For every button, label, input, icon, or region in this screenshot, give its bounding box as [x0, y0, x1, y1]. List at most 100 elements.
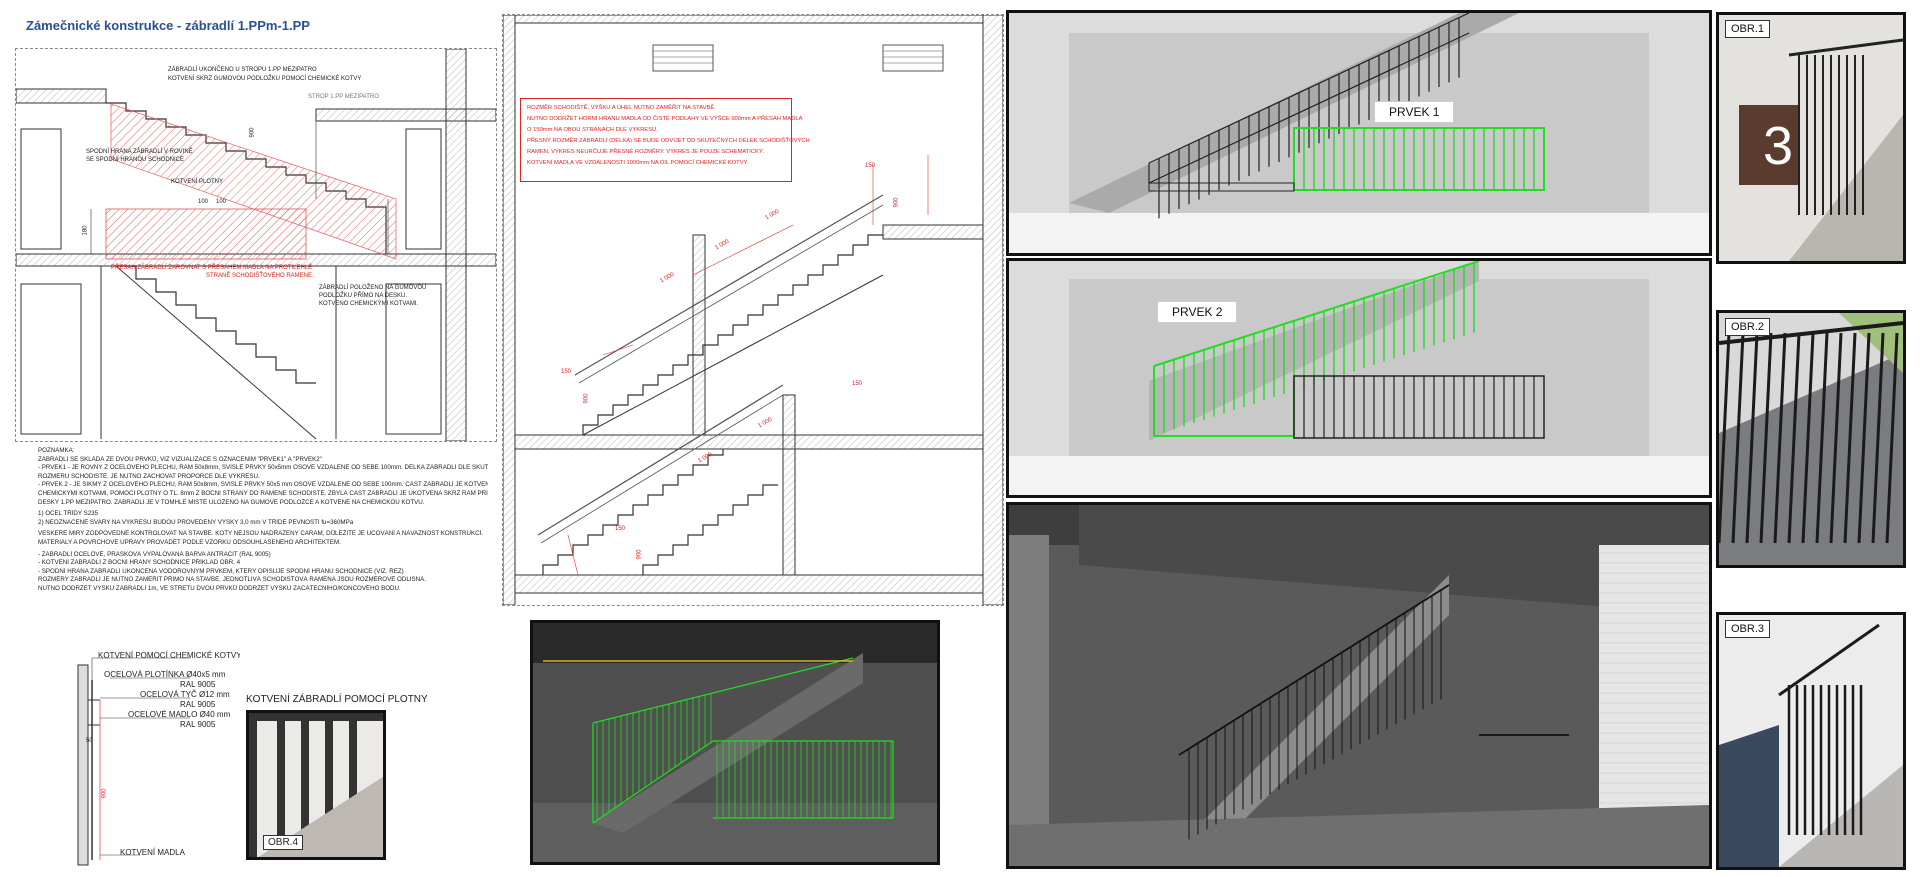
detail-anchor-drawing: KOTVENÍ POMOCÍ CHEMICKÉ KOTVY OCELOVÁ PL… — [40, 650, 240, 870]
rail-bar — [1885, 332, 1899, 544]
dim-150-b: 150 — [561, 369, 572, 375]
rail-bar — [1719, 332, 1731, 544]
rail-bar — [1787, 332, 1801, 544]
note-line: POZNÁMKA: — [38, 447, 75, 454]
note-overhang-1: PŘESAH ZÁBRADLÍ ZAROVNAT S PŘESAHEM MADL… — [111, 265, 313, 271]
red-note-line: O 150mm NA OBOU STRANÁCH DLE VÝKRESU. — [527, 127, 658, 133]
red-note-box: ROZMĚR SCHODIŠTĚ, VÝŠKU A ÚHEL NUTNO ZAM… — [520, 98, 810, 182]
middle-section-drawing: ROZMĚR SCHODIŠTĚ, VÝŠKU A ÚHEL NUTNO ZAM… — [502, 14, 1004, 606]
dim-900-c: 900 — [636, 549, 643, 560]
rail-bar — [1731, 332, 1745, 544]
note-line: 1) OCEL TŘÍDY S235 — [38, 510, 99, 518]
left-section-drawing: ZÁBRADLÍ UKONČENO U STROPU 1.PP MEZIPATR… — [15, 48, 497, 442]
note-bottom-edge-2: SE SPODNÍ HRANOU SCHODNICE — [86, 157, 185, 163]
note-rail-end: ZÁBRADLÍ UKONČENO U STROPU 1.PP MEZIPATR… — [168, 67, 317, 73]
dim-100-a: 100 — [198, 199, 209, 205]
rail-bar — [1801, 332, 1815, 544]
detail-label-handrail: OCELOVÉ MADLO Ø40 mm — [128, 710, 231, 719]
note-line: - PRVEK 2 - JE ŠIKMÝ Z OCELOVÉHO PLECHU,… — [38, 481, 488, 489]
rail-bar — [1778, 623, 1880, 697]
note-line: 2) NEOZNAČENÉ SVARY NA VÝKRESU BUDOU PRO… — [38, 518, 354, 526]
detail-anchor-svg — [77, 657, 190, 866]
left-section-svg — [16, 49, 496, 441]
rail-bar — [1719, 321, 1903, 345]
detail-label-rod: OCELOVÁ TYČ Ø12 mm — [140, 690, 230, 699]
rail-bar — [1815, 332, 1829, 544]
red-note-line: NUTNO DODRŽET HORNÍ HRANU MADLA OD ČISTÉ… — [527, 116, 803, 122]
note-line: DESKY 1.PP MEZIPATRO. ZÁBRADLÍ JE V TOMH… — [38, 498, 425, 506]
detail-label-chem-anchor: KOTVENÍ POMOCÍ CHEMICKÉ KOTVY — [98, 651, 240, 660]
note-overhang-2: STRANĚ SCHODIŠŤOVÉHO RAMENE. — [206, 273, 314, 279]
render-prvek2-svg — [1009, 261, 1709, 495]
photo-floor-number: 3 — [1763, 116, 1794, 176]
note-rubber-pad-1: ZÁBRADLÍ POLOŽENO NA GUMOVOU — [319, 285, 427, 291]
render-dark-green-svg — [533, 623, 937, 862]
detail-label-ral-1: RAL 9005 — [180, 680, 216, 689]
rail-bar — [1773, 332, 1787, 544]
photo-obr2-svg — [1719, 313, 1903, 565]
obr4-label: OBR.4 — [263, 835, 304, 850]
plate-photo: OBR.4 — [246, 710, 386, 860]
middle-section-svg — [503, 15, 1003, 605]
rail-bar — [1788, 38, 1903, 57]
notes-block: POZNÁMKA: ZÁBRADLÍ SE SKLÁDÁ ZE DVOU PRV… — [38, 447, 488, 594]
note-rubber-pad-3: KOTVENO CHEMICKÝMI KOTVAMI. — [319, 301, 419, 307]
dim-100-b: 100 — [216, 199, 227, 205]
detail-label-ral-2: RAL 9005 — [180, 700, 216, 709]
rail-bar — [1843, 332, 1857, 544]
render-prvek1-svg — [1009, 13, 1709, 253]
render-prvek1: PRVEK 1 — [1006, 10, 1712, 256]
note-line: - SPODNÍ HRANA ZÁBRADLÍ UKONČENÁ VODOROV… — [38, 567, 404, 575]
red-note-line: PŘESNÝ ROZMĚR ZÁBRADLÍ (DÉLKA) SE BUDE O… — [527, 138, 810, 144]
dim-150-d: 150 — [615, 526, 626, 532]
note-line: ROZMĚRU SCHODIŠTĚ. JE NUTNO ZACHOVAT PRO… — [38, 472, 260, 480]
note-anchor-rubber: KOTVENÍ SKRZ GUMOVOU PODLOŽKU POMOCÍ CHE… — [168, 76, 362, 82]
render-dark-green — [530, 620, 940, 865]
photo-obr1: 3 OBR.1 — [1716, 12, 1906, 264]
note-ceiling: STROP 1.PP MEZIPATRO — [308, 94, 379, 100]
dim-900-a: 900 — [893, 197, 900, 208]
detail-dim-900: 900 — [101, 788, 108, 799]
note-line: ROZMĚRY ZÁBRADLÍ JE NUTNO ZAMĚŘIT PŘÍMO … — [38, 576, 426, 584]
note-line: - KOTVENÍ ZÁBRADLÍ Z BOČNÍ HRANY SCHODNI… — [38, 559, 241, 567]
note-plate-anchor: KOTVENÍ PLOTNY — [171, 179, 224, 185]
photo-obr1-svg — [1719, 15, 1903, 261]
page-title: Zámečnické konstrukce - zábradlí 1.PPm-1… — [26, 18, 310, 33]
note-line: MATERIÁLY A POVRCHOVÉ ÚPRAVY PROVÁDĚT PO… — [38, 538, 341, 546]
plate-caption: KOTVENÍ ZÁBRADLÍ POMOCÍ PLOTNY — [246, 694, 428, 705]
prvek1-label: PRVEK 1 — [1374, 101, 1455, 123]
rail-bar — [1857, 332, 1871, 544]
rail-bar — [1745, 332, 1759, 544]
photo-obr3-svg — [1719, 615, 1903, 867]
red-note-line: RAMEN. VÝKRES NEURČUJE PŘESNÉ ROZMĚRY. V… — [527, 149, 765, 155]
rail-bar — [1871, 332, 1885, 544]
detail-dim-50: 50 — [86, 738, 93, 744]
dim-900: 900 — [249, 127, 256, 138]
note-line: - PRVEK1 - JE ROVNÝ Z OCELOVÉHO PLECHU, … — [38, 464, 488, 472]
photo-obr2: OBR.2 — [1716, 310, 1906, 568]
dim-180: 180 — [82, 225, 89, 236]
rail-bar — [1829, 332, 1843, 544]
note-bottom-edge-1: SPODNÍ HRANA ZÁBRADLÍ V ROVINĚ — [86, 149, 193, 155]
obr3-label: OBR.3 — [1725, 620, 1771, 638]
photo-obr3: OBR.3 — [1716, 612, 1906, 870]
detail-label-ral-3: RAL 9005 — [180, 720, 216, 729]
note-line: NUTNO DODRŽET VÝŠKU ZÁBRADLÍ 1m, VE STŘE… — [38, 584, 401, 592]
render-perspective-svg — [1009, 505, 1709, 866]
note-line: - ZÁBRADLÍ OCELOVÉ, PRÁŠKOVÁ VYPALOVANÁ … — [38, 550, 271, 558]
note-line: CHEMICKÝMI KOTVAMI, POMOCÍ PLOTNY O TL. … — [38, 489, 488, 497]
dim-150-c: 150 — [852, 381, 863, 387]
render-perspective — [1006, 502, 1712, 869]
obr1-label: OBR.1 — [1725, 20, 1771, 38]
render-prvek2: PRVEK 2 — [1006, 258, 1712, 498]
obr2-label: OBR.2 — [1725, 318, 1771, 336]
note-line: ZÁBRADLÍ SE SKLÁDÁ ZE DVOU PRVKŮ, VIZ VI… — [38, 455, 322, 463]
dim-900-b: 900 — [583, 393, 590, 404]
red-note-line: KOTVENÍ MADLA VE VZDÁLENOSTI 1000mm NA D… — [527, 160, 749, 166]
prvek2-label: PRVEK 2 — [1157, 301, 1238, 323]
dim-150-a: 150 — [865, 163, 876, 169]
rail-bar — [1759, 332, 1773, 544]
detail-label-plate: OCELOVÁ PLOTÍNKA Ø40x5 mm — [104, 670, 226, 679]
note-rubber-pad-2: PODLOŽKU PŘÍMO NA DESKU. — [319, 293, 408, 299]
red-note-line: ROZMĚR SCHODIŠTĚ, VÝŠKU A ÚHEL NUTNO ZAM… — [527, 105, 716, 111]
